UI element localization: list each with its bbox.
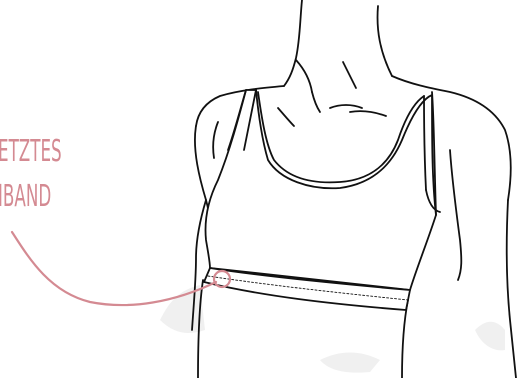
clavicle-2 — [350, 111, 386, 116]
bra-top — [204, 90, 440, 310]
torso-right — [402, 300, 408, 378]
callout-leader-line — [12, 232, 216, 305]
callout-label-line-1: ETZTES — [0, 137, 62, 167]
right-arm-inner — [450, 150, 461, 280]
throat-line-3 — [343, 62, 356, 88]
clavicle-1 — [330, 105, 362, 108]
right-arm-outer — [507, 200, 516, 378]
neck-right — [378, 6, 392, 76]
callout-label-line-2: IBAND — [0, 182, 51, 212]
neck-left — [284, 0, 302, 86]
throat-line-2 — [312, 92, 320, 112]
bra-body — [206, 90, 437, 290]
throat-line-1 — [296, 60, 312, 92]
left-armpit — [213, 122, 218, 158]
clavicle-3 — [278, 108, 294, 126]
